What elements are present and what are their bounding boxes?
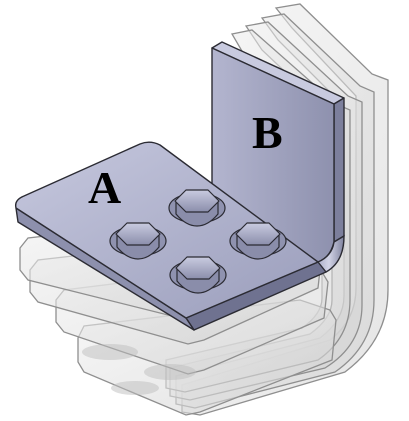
bolt-hex-top (174, 189, 220, 213)
bolt-hex-head (109, 222, 167, 260)
bolt-hex-top (115, 222, 161, 246)
bolt-hex-head (168, 189, 226, 227)
bolt-hex-head (169, 256, 227, 294)
bar-a (14, 141, 327, 331)
bolt-hex-top (175, 256, 221, 280)
ghost-shadow-1 (82, 344, 138, 360)
ghost-shadow-2 (144, 364, 196, 380)
bar-a-face (14, 141, 319, 319)
label-b: B (252, 107, 283, 158)
ghost-shadow-3 (111, 381, 159, 395)
label-a: A (88, 162, 121, 213)
bolt-hex-top (235, 222, 281, 246)
bolt-hex-head (229, 222, 287, 260)
bolt-group (109, 189, 287, 294)
bar-b-side-edge (333, 97, 345, 243)
